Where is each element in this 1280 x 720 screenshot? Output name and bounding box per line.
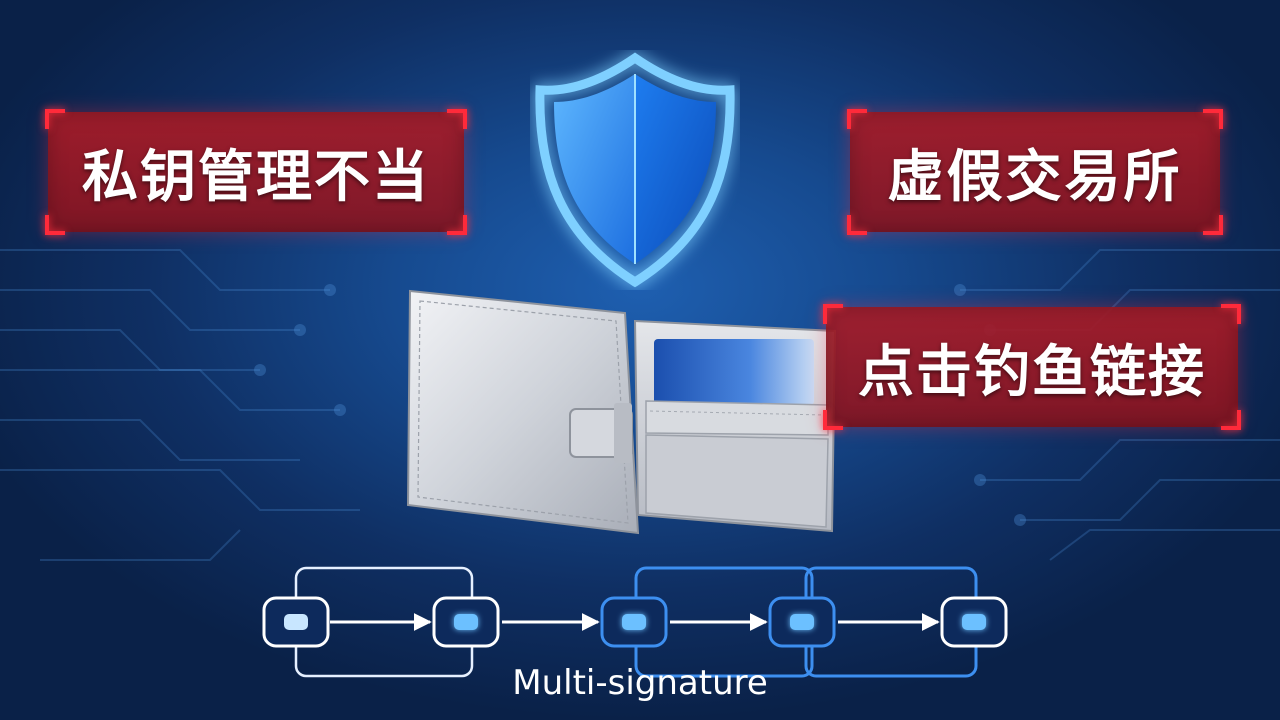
risk-label-private-key: 私钥管理不当 xyxy=(45,109,467,235)
risk-label-fake-exchange: 虚假交易所 xyxy=(847,109,1223,235)
shield-icon xyxy=(535,52,735,288)
risk-label-phishing-link: 点击钓鱼链接 xyxy=(823,304,1241,430)
risk-label-text: 点击钓鱼链接 xyxy=(858,339,1206,405)
flow-node xyxy=(600,596,668,648)
flow-node xyxy=(768,596,836,648)
multisig-caption: Multi-signature xyxy=(512,663,768,703)
flow-node xyxy=(432,596,500,648)
wallet-image xyxy=(406,289,837,535)
multisig-flow-diagram xyxy=(262,566,1008,678)
flow-node xyxy=(940,596,1008,648)
risk-label-text: 私钥管理不当 xyxy=(82,144,430,210)
flow-node xyxy=(262,596,330,648)
risk-label-text: 虚假交易所 xyxy=(887,144,1183,210)
